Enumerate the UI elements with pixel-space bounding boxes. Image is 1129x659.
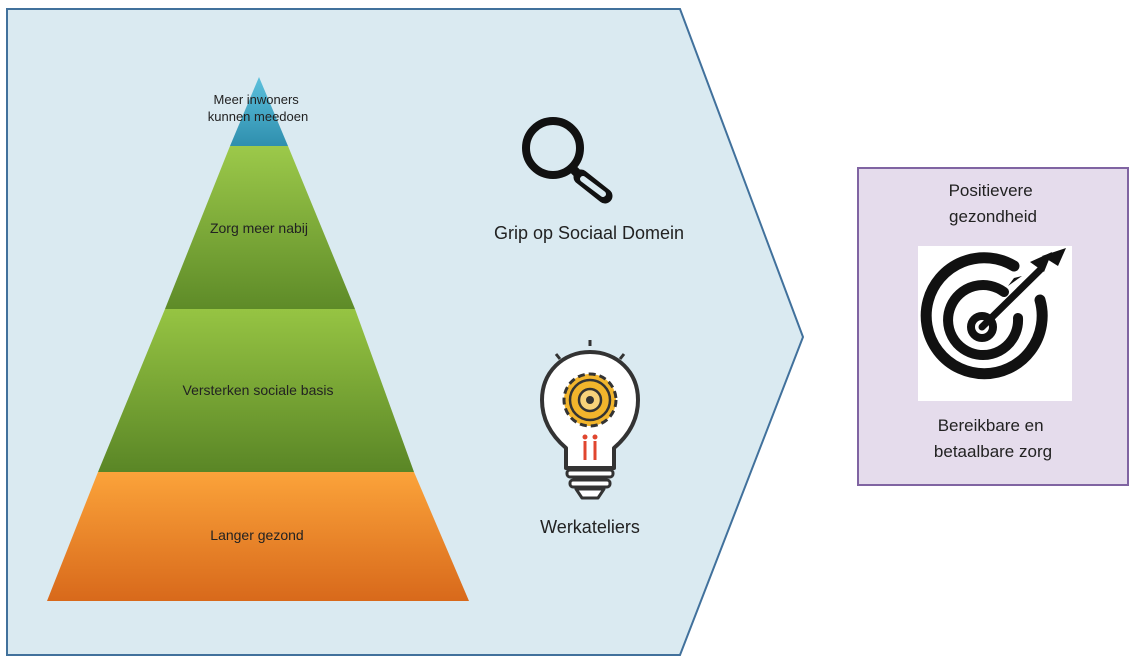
goal-top-label: Positievere gezondheid [949, 181, 1038, 226]
tier-2-label: Zorg meer nabij [210, 220, 308, 236]
pyramid: Meer inwoners kunnen meedoen Zorg meer n… [47, 77, 469, 601]
grip-label: Grip op Sociaal Domein [494, 223, 684, 243]
tier-1-label: Meer inwoners kunnen meedoen [208, 92, 308, 124]
pyramid-tier-2 [165, 146, 355, 309]
magnifier-icon [522, 117, 613, 204]
goal-bottom-label: Bereikbare en betaalbare zorg [934, 416, 1052, 461]
pyramid-tier-3 [98, 309, 414, 472]
pyramid-tier-top [230, 77, 288, 146]
tier-3-label: Versterken sociale basis [183, 382, 334, 398]
tier-4-label: Langer gezond [210, 527, 303, 543]
target-arrow-icon [920, 248, 1066, 380]
lightbulb-gear-icon [540, 340, 640, 500]
werkateliers-label: Werkateliers [540, 517, 640, 537]
pyramid-tier-4 [47, 472, 469, 601]
